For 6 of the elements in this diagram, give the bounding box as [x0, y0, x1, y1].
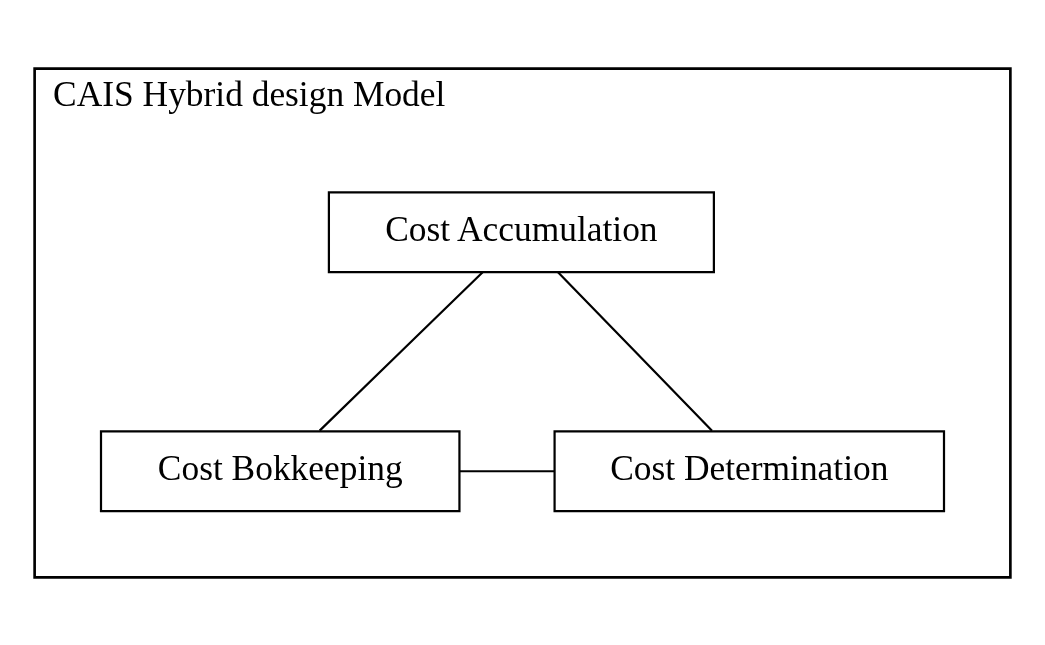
connector [557, 270, 713, 431]
node-box: Cost Determination [553, 429, 946, 512]
node-box: Cost Bokkeeping [99, 429, 461, 512]
connector [318, 270, 484, 431]
connector [459, 469, 555, 472]
node-box: Cost Accumulation [327, 190, 715, 273]
